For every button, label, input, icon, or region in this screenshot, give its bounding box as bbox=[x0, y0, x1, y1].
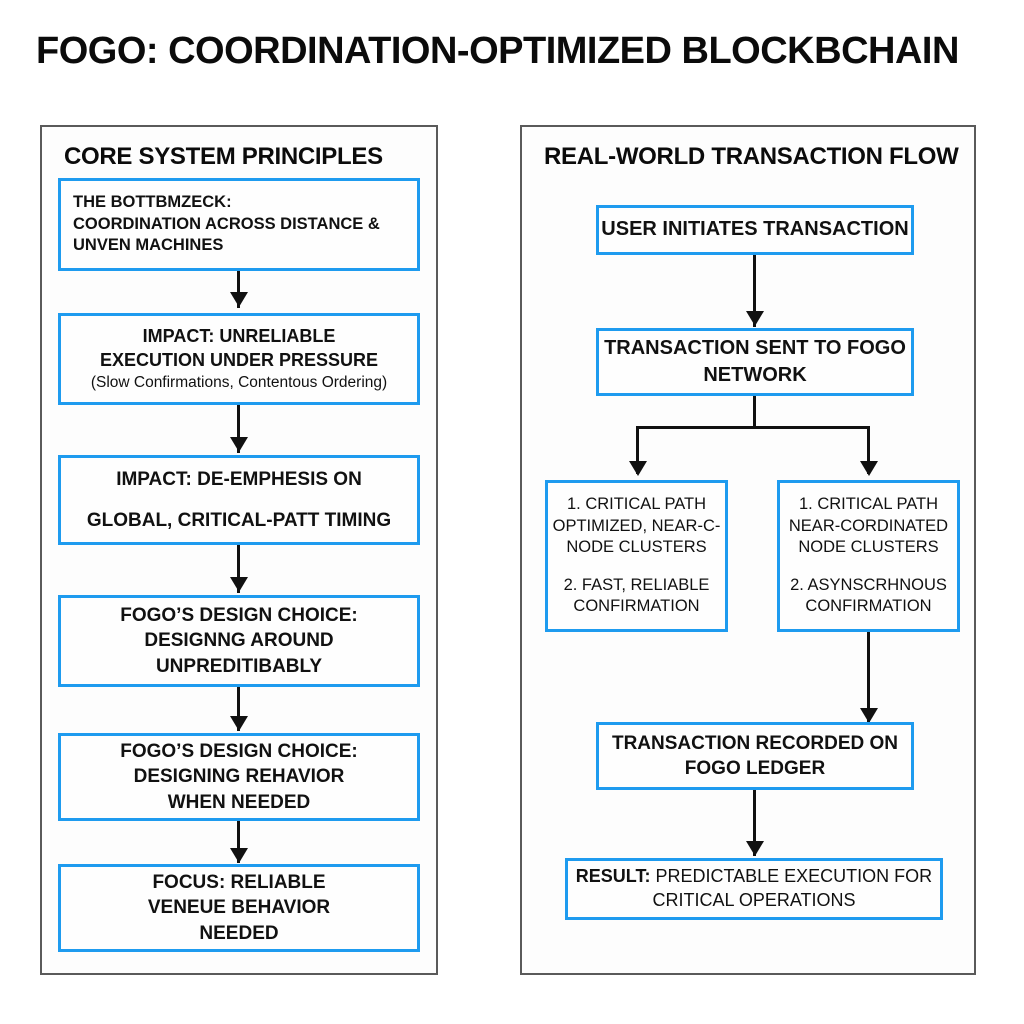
node-impact-deemphasis-line-2: GLOBAL, CRITICAL-PATT TIMING bbox=[86, 510, 392, 531]
node-impact-deemphasis-line-1: IMPACT: DE-EMPHESIS ON bbox=[116, 468, 362, 490]
node-branch-optimized-line-1: 1. CRITICAL PATH bbox=[566, 495, 707, 514]
connector-branch-stem bbox=[753, 396, 756, 428]
node-branch-coordinated-line-4: 2. ASYNSCRHNOUS bbox=[790, 575, 947, 594]
connector-l2-l3-arrowhead bbox=[230, 437, 248, 452]
node-branch-coordinated-spacer bbox=[780, 559, 957, 575]
connector-branch-to-ledger-arrowhead bbox=[860, 708, 878, 723]
node-recorded-on-ledger-line-2: FOGO LEDGER bbox=[684, 758, 826, 779]
page-title: FOGO: COORDINATION-OPTIMIZED BLOCKBCHAIN bbox=[36, 30, 959, 72]
node-branch-coordinated-line-2: NEAR-CORDINATED bbox=[788, 516, 949, 535]
node-user-initiates-transaction[interactable]: USER INITIATES TRANSACTION bbox=[596, 205, 914, 255]
connector-branch-right-arrowhead bbox=[860, 461, 878, 476]
node-branch-critical-path-optimized[interactable]: 1. CRITICAL PATH OPTIMIZED, NEAR-C- NODE… bbox=[545, 480, 728, 632]
node-branch-optimized-spacer bbox=[548, 559, 725, 575]
node-recorded-on-ledger-line-1: TRANSACTION RECORDED ON bbox=[611, 732, 899, 754]
connector-branch-to-ledger bbox=[867, 632, 870, 724]
node-transaction-sent-to-network-line-1: TRANSACTION SENT TO FOGO bbox=[604, 336, 906, 359]
node-design-choice-behavior-line-1: FOGO’S DESIGN CHOICE: bbox=[120, 740, 358, 762]
connector-l1-l2 bbox=[237, 271, 240, 308]
connector-r1-r2 bbox=[753, 255, 756, 327]
node-user-initiates-transaction-line-1: USER INITIATES TRANSACTION bbox=[601, 218, 909, 241]
connector-l4-l5-arrowhead bbox=[230, 716, 248, 731]
node-bottleneck-line-1: THE BOTTBMZECK: bbox=[73, 193, 232, 212]
node-design-choice-unpredictable-line-2: DESIGNNG AROUND bbox=[144, 630, 334, 652]
node-focus-reliable-line-1: FOCUS: RELIABLE bbox=[152, 871, 326, 893]
node-branch-coordinated-line-1: 1. CRITICAL PATH bbox=[798, 495, 939, 514]
node-design-choice-unpredictable-line-3: UNPREDITIBABLY bbox=[155, 655, 323, 677]
connector-branch-crossbar bbox=[636, 426, 870, 429]
node-result-line-2: CRITICAL OPERATIONS bbox=[652, 890, 856, 910]
node-impact-unreliable-line-2: EXECUTION UNDER PRESSURE bbox=[99, 349, 379, 370]
connector-r4-r5-arrowhead bbox=[746, 841, 764, 856]
connector-branch-right-drop bbox=[867, 426, 870, 474]
node-transaction-recorded-on-ledger[interactable]: TRANSACTION RECORDED ON FOGO LEDGER bbox=[596, 722, 914, 790]
node-focus-reliable[interactable]: FOCUS: RELIABLE VENEUE BEHAVIOR NEEDED bbox=[58, 864, 420, 952]
connector-r1-r2-arrowhead bbox=[746, 311, 764, 326]
connector-l3-l4-arrowhead bbox=[230, 577, 248, 592]
node-impact-deemphasis[interactable]: IMPACT: DE-EMPHESIS ON GLOBAL, CRITICAL-… bbox=[58, 455, 420, 545]
node-branch-optimized-line-3: NODE CLUSTERS bbox=[566, 538, 707, 557]
node-result-line-1: RESULT: PREDICTABLE EXECUTION FOR bbox=[568, 865, 940, 889]
node-bottleneck[interactable]: THE BOTTBMZECK: COORDINATION ACROSS DIST… bbox=[58, 178, 420, 271]
node-branch-optimized-line-4: 2. FAST, RELIABLE bbox=[563, 575, 710, 594]
node-impact-unreliable[interactable]: IMPACT: UNRELIABLE EXECUTION UNDER PRESS… bbox=[58, 313, 420, 405]
node-result-label: RESULT: bbox=[575, 866, 651, 887]
node-branch-coordinated-line-3: NODE CLUSTERS bbox=[798, 538, 939, 557]
node-bottleneck-line-3: UNVEN MACHINES bbox=[73, 236, 224, 255]
node-transaction-sent-to-network[interactable]: TRANSACTION SENT TO FOGO NETWORK bbox=[596, 328, 914, 396]
node-transaction-sent-to-network-line-2: NETWORK bbox=[703, 364, 807, 386]
node-bottleneck-line-2: COORDINATION ACROSS DISTANCE & bbox=[73, 214, 380, 233]
node-design-choice-unpredictable[interactable]: FOGO’S DESIGN CHOICE: DESIGNNG AROUND UN… bbox=[58, 595, 420, 687]
connector-l3-l4 bbox=[237, 545, 240, 593]
connector-r4-r5 bbox=[753, 790, 756, 856]
node-design-choice-behavior-line-3: WHEN NEEDED bbox=[167, 791, 311, 813]
node-design-choice-behavior-line-2: DESIGNING REHAVIOR bbox=[133, 766, 345, 788]
connector-l1-l2-arrowhead bbox=[230, 292, 248, 307]
node-design-choice-behavior[interactable]: FOGO’S DESIGN CHOICE: DESIGNING REHAVIOR… bbox=[58, 733, 420, 821]
node-design-choice-unpredictable-line-1: FOGO’S DESIGN CHOICE: bbox=[120, 604, 358, 626]
connector-l4-l5 bbox=[237, 687, 240, 731]
node-branch-coordinated-line-5: CONFIRMATION bbox=[805, 597, 932, 616]
node-impact-unreliable-line-1: IMPACT: UNRELIABLE bbox=[142, 326, 336, 347]
connector-l5-l6-arrowhead bbox=[230, 848, 248, 863]
node-focus-reliable-line-2: VENEUE BEHAVIOR bbox=[147, 897, 331, 919]
node-focus-reliable-line-3: NEEDED bbox=[199, 922, 279, 944]
panel-left-header: CORE SYSTEM PRINCIPLES bbox=[64, 143, 383, 170]
panel-right-header: REAL-WORLD TRANSACTION FLOW bbox=[544, 143, 959, 170]
connector-l2-l3 bbox=[237, 405, 240, 453]
connector-branch-left-arrowhead bbox=[629, 461, 647, 476]
node-impact-unreliable-line-3: (Slow Confirmations, Contentous Ordering… bbox=[90, 373, 388, 391]
node-branch-optimized-line-2: OPTIMIZED, NEAR-C- bbox=[552, 516, 721, 535]
node-impact-deemphasis-spacer bbox=[61, 492, 417, 508]
connector-branch-left-drop bbox=[636, 426, 639, 474]
node-branch-optimized-line-5: CONFIRMATION bbox=[573, 597, 700, 616]
node-result-label-suffix: PREDICTABLE EXECUTION FOR bbox=[650, 866, 933, 887]
connector-l5-l6 bbox=[237, 821, 240, 863]
node-result[interactable]: RESULT: PREDICTABLE EXECUTION FOR CRITIC… bbox=[565, 858, 943, 920]
node-branch-critical-path-coordinated[interactable]: 1. CRITICAL PATH NEAR-CORDINATED NODE CL… bbox=[777, 480, 960, 632]
